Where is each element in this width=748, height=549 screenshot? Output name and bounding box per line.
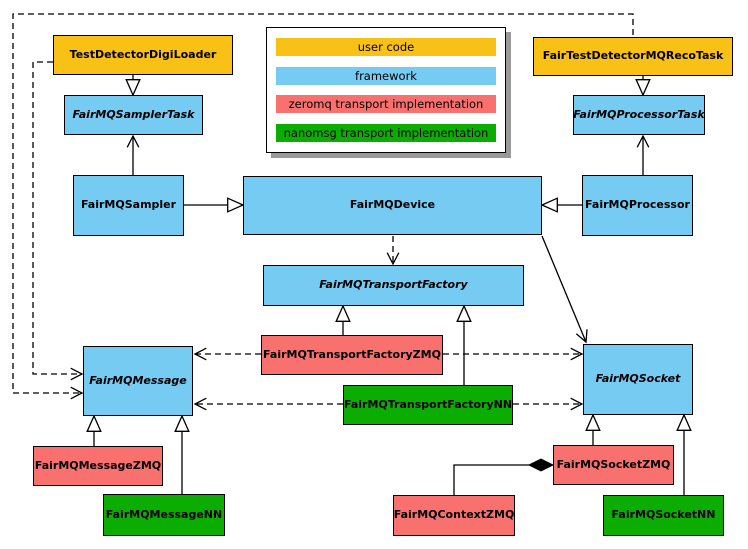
edge-contextzmq-socketzmq [453, 458, 555, 495]
node-label: FairMQTransportFactoryNN [343, 397, 513, 411]
node-fairmqprocessor: FairMQProcessor [582, 175, 693, 236]
edge-digiloader-message [32, 61, 84, 381]
node-fairmqdevice: FairMQDevice [243, 176, 542, 235]
node-label: FairMQMessageZMQ [34, 458, 162, 472]
node-label: FairMQMessage [89, 373, 187, 387]
legend-framework-label: framework [355, 68, 417, 83]
node-label: TestDetectorDigiLoader [69, 47, 217, 61]
node-fairmqsocketnn: FairMQSocketNN [603, 495, 724, 536]
node-fairmqsocket: FairMQSocket [583, 344, 693, 415]
node-label: FairMQSocketZMQ [556, 457, 671, 471]
node-fairmqsampler: FairMQSampler [73, 175, 184, 236]
legend-zeromq-label: zeromq transport implementation [288, 97, 484, 112]
node-label: FairMQProcessor [585, 198, 690, 212]
node-label: FairTestDetectorMQRecoTask [542, 49, 724, 63]
legend: user code framework zeromq transport imp… [266, 27, 506, 153]
node-fairmqmessagezmq: FairMQMessageZMQ [33, 446, 163, 486]
node-fairmqprocessortask: FairMQProcessorTask [573, 95, 705, 135]
node-fairmqsocketzmq: FairMQSocketZMQ [553, 445, 674, 485]
edge-device-socket [541, 235, 588, 344]
node-fairmqcontextzmq: FairMQContextZMQ [393, 495, 515, 536]
node-label: FairMQSocketNN [611, 508, 716, 522]
node-fairmqtransportfactorynn: FairMQTransportFactoryNN [343, 385, 513, 425]
legend-user-code-label: user code [357, 40, 415, 55]
edge-recotask-message [12, 13, 634, 400]
node-fairmqtransportfactory: FairMQTransportFactory [263, 265, 524, 306]
node-fairmqsamplertask: FairMQSamplerTask [64, 95, 203, 135]
node-label: FairMQTransportFactory [319, 278, 468, 292]
node-fairmqmessagenn: FairMQMessageNN [103, 494, 225, 536]
node-label: FairMQDevice [349, 198, 436, 212]
node-label: FairMQSocket [595, 372, 681, 386]
node-label: FairMQTransportFactoryZMQ [263, 347, 441, 361]
legend-nanomsg: nanomsg transport implementation [276, 123, 496, 142]
node-label: FairMQSamplerTask [72, 107, 195, 121]
legend-framework: framework [276, 66, 496, 85]
legend-zeromq: zeromq transport implementation [276, 95, 496, 114]
node-label: FairMQMessageNN [105, 507, 223, 521]
node-fairtestdetectormqrecotask: FairTestDetectorMQRecoTask [533, 37, 733, 76]
node-label: FairMQSampler [80, 198, 177, 212]
legend-nanomsg-label: nanomsg transport implementation [283, 125, 489, 140]
node-fairmqmessage: FairMQMessage [83, 346, 193, 416]
node-fairmqtransportfactoryzmq: FairMQTransportFactoryZMQ [261, 335, 443, 375]
legend-user-code: user code [276, 38, 496, 57]
node-label: FairMQContextZMQ [393, 508, 515, 522]
node-label: FairMQProcessorTask [573, 107, 705, 121]
node-testdetectordigiloader: TestDetectorDigiLoader [53, 35, 233, 75]
